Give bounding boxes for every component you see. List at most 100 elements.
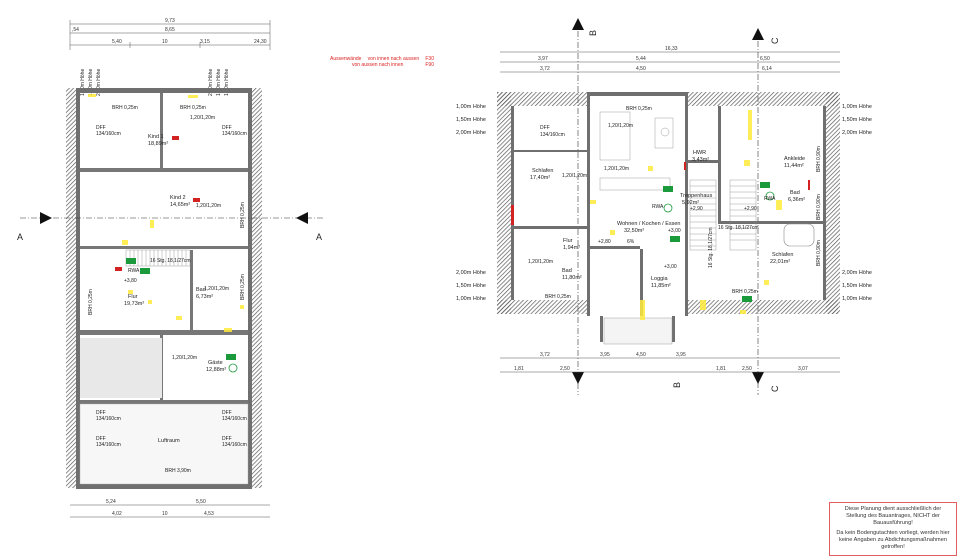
left-gaeste-floor-shading [80,338,162,398]
right-dim-e: 4,50 [636,66,646,72]
section-a-arrow-right [296,212,308,224]
right-bdim-e: 1,81 [514,366,524,372]
right-roof-bottom-left [497,300,587,314]
left-room-kind1-name: Kind 1 [148,134,164,140]
right-dim-c: 6,50 [760,56,770,62]
right-room-hwr-area: 3,43m² [692,157,709,163]
right-window-3: 1,20/1,20m [604,166,629,172]
section-c-label-bottom: C [770,385,780,392]
right-dim-f: 6,14 [762,66,772,72]
right-dim-b: 5,44 [636,56,646,62]
right-h-left-2: 1,50m Höhe [456,117,486,123]
right-room-flur-name: Flur [563,238,573,244]
right-yellow-markers [590,110,782,320]
right-roof-west [497,92,511,314]
right-bdim-g: 3,07 [798,366,808,372]
left-room-gaeste-name: Gäste [208,360,223,366]
left-dff-3: DFF [96,410,106,416]
left-brh-side-r2: BRH 0,25m [240,274,246,300]
left-roof-left [66,88,78,488]
left-dff-6: DFF [222,436,232,442]
right-room-bad2-name: Bad [790,190,800,196]
right-room-hwr-name: HWR [693,150,706,156]
disclaimer-note: Diese Planung dient ausschließlich der S… [829,502,957,556]
right-bdim-c: 4,50 [636,352,646,358]
right-room-wohnen-area: 32,50m² [624,228,644,234]
section-b-arrow-bottom [572,372,584,384]
left-floor-plan: 9,73 8,65 5,40 10 3,15 24,30 ,54 1,00m H… [17,18,325,518]
right-bottom-dimensions [500,357,840,373]
left-bottom-dimensions [70,504,270,518]
left-height-2: 1,50m Höhe [88,69,94,96]
right-dim-d: 3,72 [540,66,550,72]
right-bdim-a: 3,72 [540,352,550,358]
disclaimer-para-2: Da kein Bodengutachten vorliegt, werden … [836,530,950,550]
left-window-3: 1,20/1,20m [204,286,229,292]
section-c-arrow-top [752,28,764,40]
left-dim-b: 10 [162,39,168,45]
right-loggia-front [603,317,673,345]
right-bdim-b: 3,95 [600,352,610,358]
left-dff-4b: 134/160cm [96,442,121,448]
section-b-arrow-top [572,18,584,30]
right-level-4: +3,00 [668,228,681,234]
right-room-ankleide-name: Ankleide [784,156,805,162]
left-dff-6b: 134/160cm [222,442,247,448]
left-window-2: 1,20/1,20m [196,203,221,209]
left-bottom-dim-b: 5,50 [196,499,206,505]
section-c-label-top: C [770,37,780,44]
left-bottom-dim-c: 4,02 [112,511,122,517]
left-room-bad-area: 6,73m² [196,294,213,300]
left-luftraum-area [79,403,249,485]
right-level-2: +2,90 [744,206,757,212]
left-wall-bottom [76,484,252,489]
right-room-schlafen1-name: Schlafen [532,168,553,174]
legend-rating-2: F90 [425,62,434,68]
left-window-1: 1,20/1,20m [190,115,215,121]
right-room-bad1-name: Bad [562,268,572,274]
right-bdim-d: 3,95 [676,352,686,358]
right-level-1: +2,90 [690,206,703,212]
left-window-4: 1,20/1,20m [172,355,197,361]
left-dim-overall: 9,73 [165,18,175,24]
left-room-kind2-area: 14,65m² [170,202,190,208]
section-a-arrow-left [40,212,52,224]
right-room-ankleide-area: 11,44m² [784,163,804,169]
section-a-label-left: A [17,232,23,242]
right-brh-v1: BRH 0,90m [816,146,822,172]
right-bdim-i: 1,81 [716,366,726,372]
left-room-bad-name: Bad [196,287,206,293]
right-stair-2: 16 Stg. 18,1/27cm [708,227,714,268]
right-dim-a: 3,97 [538,56,548,62]
right-exit-signs [663,182,775,302]
left-brh-top1: BRH 0,25m [112,105,138,111]
right-roof-bottom-right [688,300,838,314]
right-bdim-f: 2,50 [560,366,570,372]
left-stair-label: 16 Stg. 18,1/27cm [150,258,191,264]
left-brh-bottom: BRH 3,90m [165,468,191,474]
disclaimer-para-1: Diese Planung dient ausschließlich der S… [844,506,942,526]
right-room-loggia-name: Loggia [651,276,668,282]
left-rwa: RWA [128,268,140,274]
section-c-arrow-bottom [752,372,764,384]
right-room-schlafen2-area: 22,01m² [770,259,790,265]
left-wall-top [76,88,252,93]
right-roof-top-left [497,92,587,106]
right-room-treppenhaus-name: Treppenhaus [680,193,712,199]
left-height-1: 1,00m Höhe [80,69,86,96]
left-top-dimensions [69,20,271,50]
right-room-flur-area: 1,94m² [563,245,580,251]
left-bottom-dim-d: 10 [162,511,168,517]
right-roof-top-right [688,92,838,106]
left-roof-right [250,88,262,488]
section-a-label-right: A [316,232,322,242]
left-exit-signs [126,258,238,373]
left-wall-east [248,93,252,484]
left-red-markers [115,136,200,271]
right-kitchen-block [599,111,674,191]
right-walls [511,92,826,342]
right-room-loggia-area: 11,85m² [651,283,671,289]
left-room-kind2-name: Kind 2 [170,195,186,201]
right-floor-plan: 16,33 3,97 5,44 6,50 3,72 4,50 6,14 B B … [456,18,872,395]
right-rwa-1: RWA [652,204,664,210]
